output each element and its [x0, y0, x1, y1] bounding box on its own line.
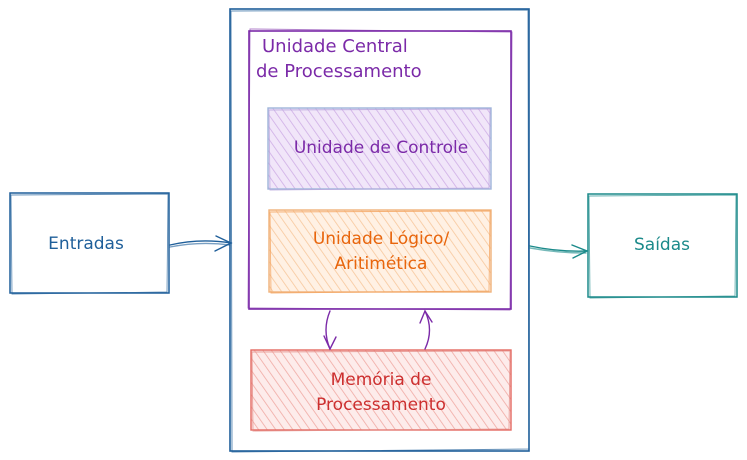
alu-label-line1: Unidade Lógico/	[313, 229, 450, 249]
cpu-box	[247, 28, 513, 311]
cpu-title-line1: Unidade Central	[262, 36, 408, 57]
arrow-memory-to-cpu	[419, 309, 433, 350]
computer-box	[229, 8, 530, 453]
alu-label-line2: Aritimética	[335, 254, 428, 274]
memory-box	[250, 349, 512, 432]
arrow-cpu-to-memory	[323, 310, 337, 351]
outputs-label: Saídas	[634, 235, 690, 255]
inputs-label: Entradas	[48, 234, 124, 254]
arrow-inputs-to-cpu	[169, 235, 233, 252]
control-unit-label: Unidade de Controle	[294, 138, 468, 158]
memory-label-line2: Processamento	[316, 395, 446, 415]
memory-label-line1: Memória de	[331, 370, 432, 390]
arrow-cpu-to-outputs	[529, 244, 589, 259]
outputs-box	[587, 193, 738, 299]
control-unit-box	[267, 107, 492, 191]
cpu-title-line2: de Processamento	[256, 61, 422, 82]
alu-box	[268, 209, 492, 294]
inputs-box	[9, 192, 170, 295]
